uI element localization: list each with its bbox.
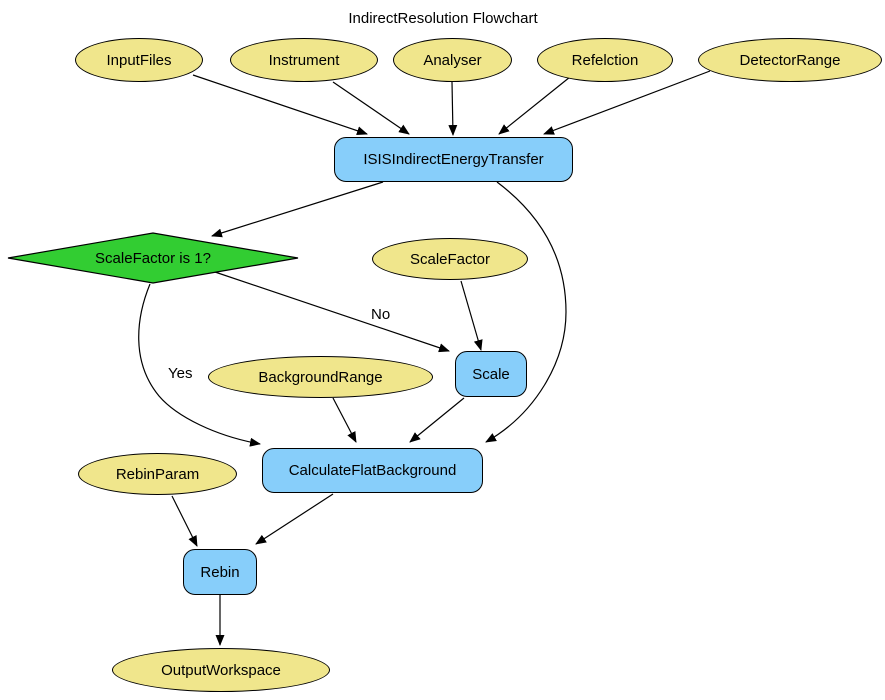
edge-calculateflatbackground-to-rebin bbox=[255, 493, 334, 545]
edge-scalefactor-to-scale bbox=[460, 280, 483, 351]
node-detector-range-label: DetectorRange bbox=[739, 51, 841, 69]
edge-scale-to-calculateflatbackground bbox=[409, 397, 465, 443]
edge-backgroundrange-to-calculateflatbackground bbox=[332, 397, 357, 443]
node-input-files: InputFiles bbox=[75, 38, 203, 82]
node-rebin-label: Rebin bbox=[200, 563, 240, 581]
edge-isis-to-decision bbox=[211, 181, 384, 238]
node-isis-indirect-energy-transfer: ISISIndirectEnergyTransfer bbox=[334, 137, 573, 182]
node-calculate-flat-background: CalculateFlatBackground bbox=[262, 448, 483, 493]
edge-decision-no-to-scale bbox=[211, 270, 450, 353]
edge-isis-to-calculateflatbackground bbox=[485, 181, 567, 443]
node-scale-factor-decision: ScaleFactor is 1? bbox=[5, 231, 301, 285]
node-isis-indirect-energy-transfer-label: ISISIndirectEnergyTransfer bbox=[363, 151, 544, 168]
edge-detectorrange-to-isis bbox=[543, 70, 711, 135]
node-scale-label: Scale bbox=[472, 365, 510, 383]
edge-label-no: No bbox=[371, 306, 391, 323]
node-reflection-label: Refelction bbox=[571, 51, 639, 69]
edge-inputfiles-to-isis bbox=[192, 74, 368, 136]
node-scale-factor: ScaleFactor bbox=[372, 238, 528, 280]
flowchart-title: IndirectResolution Flowchart bbox=[348, 10, 538, 27]
node-background-range-label: BackgroundRange bbox=[258, 368, 383, 386]
edge-label-yes: Yes bbox=[168, 365, 193, 382]
node-instrument: Instrument bbox=[230, 38, 378, 82]
node-output-workspace: OutputWorkspace bbox=[112, 648, 330, 692]
node-scale-factor-label: ScaleFactor bbox=[409, 250, 491, 268]
decision-diamond-shape bbox=[7, 232, 299, 284]
node-rebin-param-label: RebinParam bbox=[115, 465, 200, 483]
edge-instrument-to-isis bbox=[332, 81, 410, 135]
node-calculate-flat-background-label: CalculateFlatBackground bbox=[288, 462, 457, 479]
node-output-workspace-label: OutputWorkspace bbox=[161, 661, 281, 679]
node-analyser-label: Analyser bbox=[423, 51, 482, 69]
node-detector-range: DetectorRange bbox=[698, 38, 882, 82]
node-instrument-label: Instrument bbox=[268, 51, 340, 69]
edge-analyser-to-isis bbox=[448, 81, 458, 136]
node-analyser: Analyser bbox=[393, 38, 512, 82]
node-input-files-label: InputFiles bbox=[106, 51, 172, 69]
node-reflection: Refelction bbox=[537, 38, 673, 82]
node-background-range: BackgroundRange bbox=[208, 356, 433, 398]
edge-reflection-to-isis bbox=[498, 76, 571, 135]
edge-decision-yes-to-calculateflatbackground bbox=[138, 283, 261, 447]
node-rebin: Rebin bbox=[183, 549, 257, 595]
edge-rebinparam-to-rebin bbox=[171, 495, 198, 547]
node-rebin-param: RebinParam bbox=[78, 453, 237, 495]
node-scale-factor-decision-label: ScaleFactor is 1? bbox=[95, 249, 211, 267]
node-scale: Scale bbox=[455, 351, 527, 397]
